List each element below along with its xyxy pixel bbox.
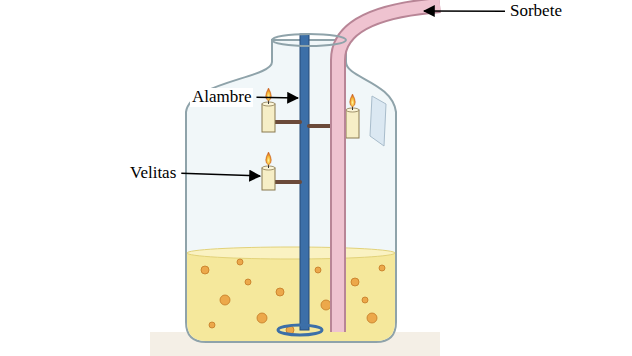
bubble [379, 265, 385, 271]
callout-label: Velitas [128, 164, 178, 183]
candle [262, 152, 275, 190]
wire-coil [278, 325, 322, 335]
bubble [257, 313, 267, 323]
bubble [362, 297, 368, 303]
bubble [367, 313, 377, 323]
bubbles [201, 259, 385, 334]
reflection [370, 96, 386, 146]
water-surface [187, 247, 395, 259]
bubble [351, 278, 359, 286]
callout-label: Sorbete [508, 2, 564, 21]
bubble [321, 300, 331, 310]
bubble [245, 279, 251, 285]
candle [262, 88, 275, 132]
jar [186, 40, 396, 342]
bubble [201, 266, 209, 274]
bubble [315, 267, 321, 273]
bubble [276, 288, 284, 296]
straw-outline [338, 5, 440, 332]
bubble [220, 295, 230, 305]
callout-label: Alambre [190, 88, 253, 107]
leader-arrow [256, 97, 298, 99]
candle [346, 94, 359, 138]
water [187, 252, 395, 341]
straw [338, 5, 440, 332]
bubble [237, 259, 243, 265]
leader-arrow [181, 173, 260, 176]
bubble [209, 322, 215, 328]
leader-arrow [424, 10, 505, 12]
jar-rim [272, 34, 346, 46]
